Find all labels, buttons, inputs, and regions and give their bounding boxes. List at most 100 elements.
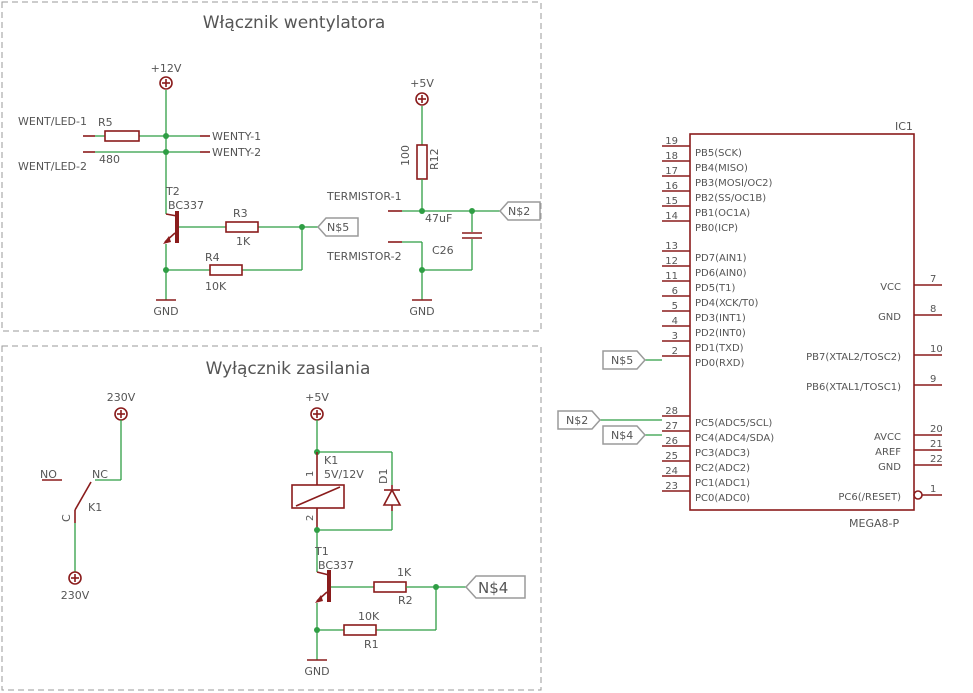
ic-pin-number: 21 <box>930 439 943 450</box>
ic-pin-number: 15 <box>665 196 678 207</box>
transistor-t2 <box>163 211 179 244</box>
ic-pin-label: PC5(ADC5/SCL) <box>695 418 772 429</box>
resistor-r12 <box>416 144 428 180</box>
ic-pin-label: PD2(INT0) <box>695 328 746 339</box>
r1-name: R1 <box>364 638 379 651</box>
r1-value: 10K <box>358 610 380 623</box>
ic-pin-number: 6 <box>672 286 678 297</box>
power-section-frame <box>1 345 542 691</box>
d1-label: D1 <box>377 469 390 484</box>
ic-pin-label: PD0(RXD) <box>695 358 744 369</box>
ic-pin-number: 24 <box>665 466 678 477</box>
ic-pin-label: PB7(XTAL2/TOSC2) <box>806 352 901 363</box>
resistor-r2 <box>373 581 407 593</box>
termistor-2-label: TERMISTOR-2 <box>326 250 402 263</box>
ic-pin-number: 17 <box>665 166 678 177</box>
went-led-1-label: WENT/LED-1 <box>18 115 87 128</box>
k1-contact-label: K1 <box>88 501 102 514</box>
power-section-title: Wyłącznik zasilania <box>206 359 371 379</box>
ic-pin-label: GND <box>878 312 901 323</box>
ic1-name: IC1 <box>895 120 913 133</box>
ic-pin-label: PC2(ADC2) <box>695 463 750 474</box>
net-n5-ic-label: N$5 <box>611 354 633 367</box>
ic-pin-label: PC0(ADC0) <box>695 493 750 504</box>
ic-pin-number: 26 <box>665 436 678 447</box>
termistor-1-label: TERMISTOR-1 <box>326 190 402 203</box>
ic-pin-label: AREF <box>875 447 901 458</box>
ic-pin-number: 13 <box>665 241 678 252</box>
net-tag-n2-ic <box>557 410 602 430</box>
ic1-mega8: IC1 MEGA8-P 19PB5(SCK)18PB4(MISO)17PB3(M… <box>557 120 943 530</box>
ic-pin-label: PD5(T1) <box>695 283 735 294</box>
ic-pin-number: 1 <box>930 484 936 495</box>
therm-5v-label: +5V <box>410 77 434 90</box>
r12-name: R12 <box>428 148 441 170</box>
ic-pin-number: 23 <box>665 481 678 492</box>
diode-d1 <box>382 485 402 511</box>
ic-pin-number: 11 <box>665 271 678 282</box>
ic-pin-label: VCC <box>880 282 901 293</box>
ic1-part: MEGA8-P <box>849 517 899 530</box>
ic-pin-number: 12 <box>665 256 678 267</box>
ic-pin-number: 9 <box>930 374 936 385</box>
net-n4-ic-label: N$4 <box>611 429 633 442</box>
r2-name: R2 <box>398 594 413 607</box>
c26-name: C26 <box>432 244 454 257</box>
net-tag-n5-ic <box>602 350 647 370</box>
net-n4-power-label: N$4 <box>478 579 508 597</box>
net-tag-n4-power <box>464 575 526 599</box>
resistor-r4 <box>209 264 243 276</box>
resistor-r1 <box>343 624 377 636</box>
relay-value: 5V/12V <box>324 468 364 481</box>
ic-pin-label: GND <box>878 462 901 473</box>
supply-5v-symbol-therm <box>415 92 429 106</box>
wenty-2-label: WENTY-2 <box>212 146 261 159</box>
ic-pin-label: PD1(TXD) <box>695 343 744 354</box>
no-label: NO <box>40 468 57 481</box>
resistor-r3 <box>225 221 259 233</box>
ic-pin-number: 16 <box>665 181 678 192</box>
ic-pin-label: PC4(ADC4/SDA) <box>695 433 774 444</box>
r3-value: 1K <box>236 235 251 248</box>
relay-contact-k1 <box>74 481 92 523</box>
r12-value: 100 <box>399 145 412 166</box>
ic-pin-label: PD7(AIN1) <box>695 253 747 264</box>
ic-pin-label: AVCC <box>874 432 901 443</box>
relay-coil-k1 <box>291 484 345 509</box>
c-contact-label: C <box>60 514 73 522</box>
power-switch-circuit: 230V NC NO C K1 230V +5V <box>40 391 526 678</box>
ic-pin-number: 2 <box>672 346 678 357</box>
therm-gnd-label: GND <box>409 305 434 318</box>
net-tag-n4-ic <box>602 425 647 445</box>
r5-value: 480 <box>99 153 120 166</box>
thermistor-circuit: +5V 100 R12 TERMISTOR-1 47uF C26 TERMIST… <box>326 77 541 318</box>
ic-pin-label: PD3(INT1) <box>695 313 746 324</box>
supply-5v-symbol-power <box>310 407 324 421</box>
r4-value: 10K <box>205 280 227 293</box>
r3-name: R3 <box>233 207 248 220</box>
power-gnd-label: GND <box>304 665 329 678</box>
t1-name: T1 <box>314 545 329 558</box>
t1-value: BC337 <box>318 559 354 572</box>
ic-pin-number: 4 <box>672 316 678 327</box>
ic-pin-number: 14 <box>665 211 678 222</box>
r2-value: 1K <box>397 566 412 579</box>
relay-name: K1 <box>324 454 338 467</box>
net-tag-n5-fan <box>316 217 359 237</box>
